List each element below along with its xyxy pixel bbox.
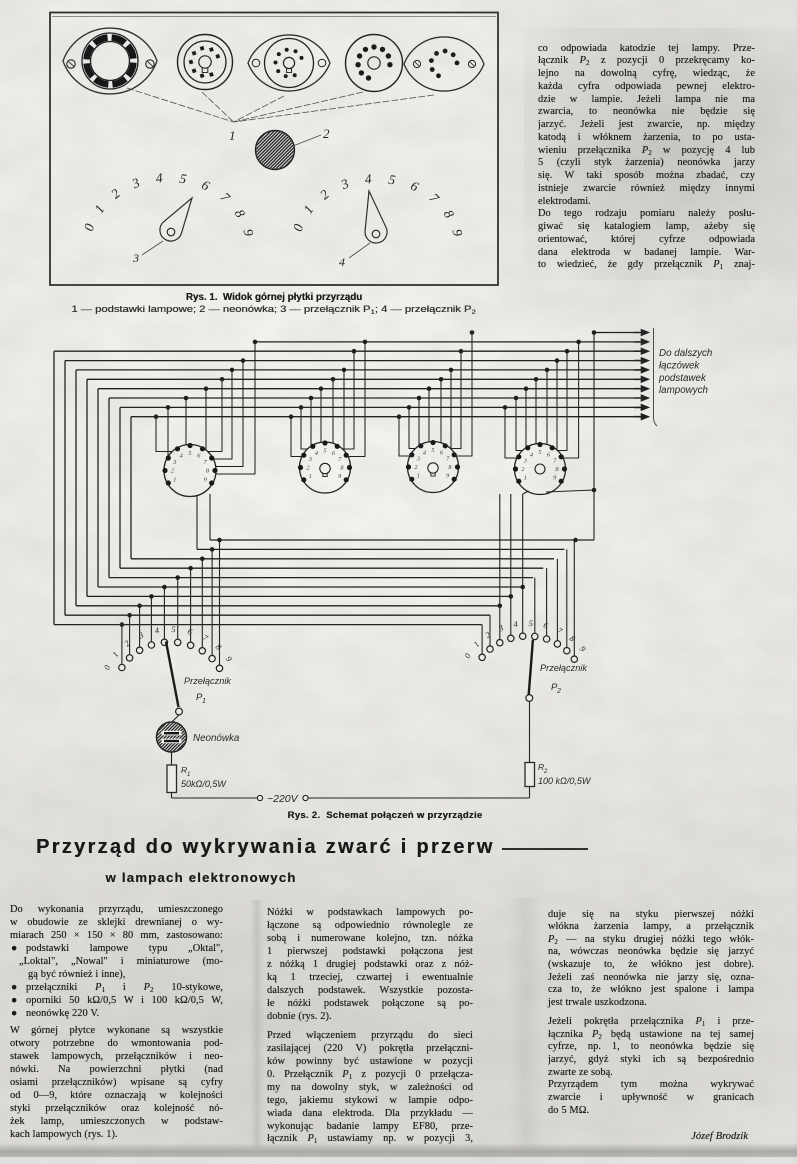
svg-text:6: 6 [440, 450, 444, 457]
svg-text:lampowych: lampowych [659, 385, 708, 396]
svg-text:Do dalszych: Do dalszych [659, 348, 712, 359]
svg-text:1: 1 [524, 475, 527, 482]
svg-text:2: 2 [483, 629, 493, 640]
svg-text:4: 4 [180, 453, 183, 460]
svg-text:2: 2 [556, 688, 561, 695]
svg-text:6: 6 [332, 450, 336, 457]
svg-text:9: 9 [446, 473, 450, 480]
svg-text:2: 2 [323, 126, 330, 141]
svg-text:Przełącznik: Przełącznik [540, 663, 587, 673]
svg-text:0: 0 [462, 651, 473, 660]
svg-text:3: 3 [136, 630, 145, 641]
svg-text:5: 5 [431, 447, 434, 454]
svg-text:2: 2 [521, 466, 525, 473]
svg-text:100 kΩ/0,5W: 100 kΩ/0,5W [538, 776, 592, 786]
svg-text:9: 9 [224, 654, 235, 664]
svg-text:Przełącznik: Przełącznik [184, 676, 231, 686]
svg-text:podstawek: podstawek [658, 373, 707, 384]
svg-text:8: 8 [568, 633, 578, 644]
svg-text:9: 9 [553, 475, 557, 482]
svg-text:4: 4 [513, 619, 520, 630]
svg-text:7: 7 [446, 456, 450, 463]
svg-text:1: 1 [202, 698, 206, 705]
svg-text:8: 8 [555, 466, 559, 473]
svg-text:3: 3 [416, 456, 420, 463]
svg-text:9: 9 [338, 473, 342, 480]
svg-text:~220V: ~220V [267, 793, 299, 805]
svg-text:1: 1 [187, 772, 190, 778]
svg-text:8: 8 [448, 464, 452, 471]
svg-text:5: 5 [538, 449, 541, 456]
svg-text:łączówek: łączówek [659, 360, 700, 371]
svg-text:9: 9 [578, 644, 589, 654]
svg-text:4: 4 [339, 255, 345, 269]
svg-text:5: 5 [171, 624, 176, 634]
svg-text:4: 4 [423, 450, 426, 457]
svg-text:5: 5 [528, 618, 533, 628]
svg-text:6: 6 [542, 620, 549, 631]
svg-text:8: 8 [214, 642, 225, 653]
svg-text:3: 3 [132, 251, 139, 265]
svg-text:9: 9 [204, 476, 208, 483]
svg-text:3: 3 [496, 623, 505, 634]
svg-text:1: 1 [229, 128, 236, 143]
svg-text:5: 5 [188, 450, 191, 457]
svg-text:2: 2 [122, 637, 132, 648]
svg-text:1: 1 [110, 649, 121, 658]
svg-text:1: 1 [471, 639, 481, 649]
svg-text:4: 4 [315, 450, 318, 457]
svg-text:6: 6 [547, 452, 551, 459]
svg-text:1: 1 [173, 476, 176, 483]
svg-text:4: 4 [530, 452, 533, 459]
svg-text:8: 8 [206, 468, 210, 475]
svg-text:6: 6 [197, 453, 201, 460]
svg-text:5: 5 [323, 448, 326, 455]
svg-text:2: 2 [306, 465, 310, 472]
svg-text:50kΩ/0,5W: 50kΩ/0,5W [181, 779, 227, 789]
svg-text:6: 6 [187, 626, 195, 637]
svg-text:Neonówka: Neonówka [193, 733, 240, 744]
svg-text:0: 0 [102, 663, 113, 672]
svg-text:7: 7 [338, 456, 342, 463]
svg-text:3: 3 [308, 456, 312, 463]
svg-text:2: 2 [171, 468, 175, 475]
svg-text:7: 7 [553, 458, 557, 465]
svg-text:1: 1 [417, 473, 420, 480]
svg-text:3: 3 [523, 458, 527, 465]
svg-text:2: 2 [543, 769, 548, 775]
svg-text:3: 3 [172, 459, 176, 466]
svg-text:7: 7 [204, 459, 208, 466]
svg-text:8: 8 [340, 465, 344, 472]
svg-text:1: 1 [309, 473, 312, 480]
svg-text:2: 2 [414, 464, 418, 471]
svg-text:4: 4 [154, 625, 161, 636]
